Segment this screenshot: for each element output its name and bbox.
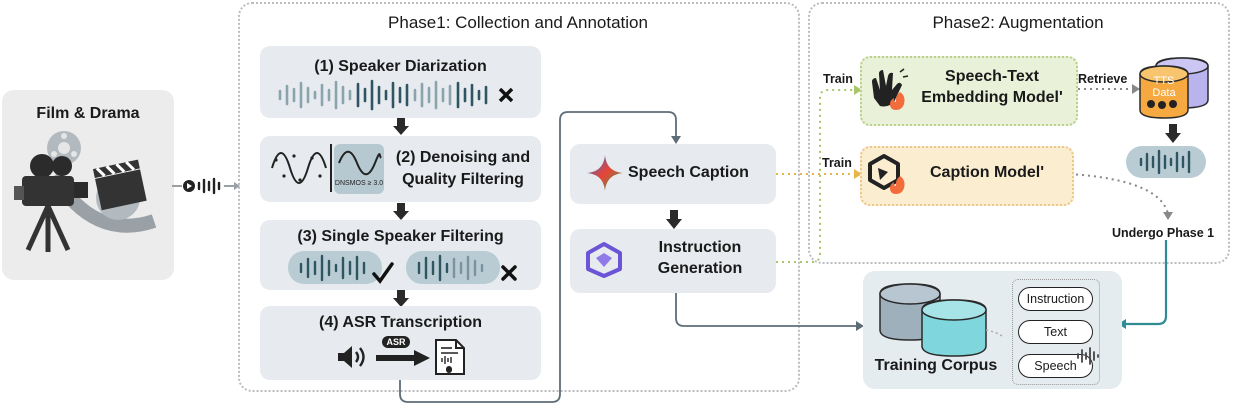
- tts-data-line1: TTS: [1153, 75, 1175, 87]
- film-drama-label: Film & Drama: [36, 105, 140, 122]
- synthesized-speech-waveform: [1139, 149, 1191, 175]
- step-speaker-diarization: [260, 46, 541, 118]
- corpus-items-frame: [1012, 279, 1100, 385]
- step-speaker-diarization-title: (1) Speaker Diarization: [314, 58, 487, 75]
- clap-hands-icon: [872, 68, 909, 110]
- cross-icon: [501, 265, 517, 281]
- train-label-caption: Train: [822, 156, 852, 170]
- arrow-tts-to-speech: [1165, 124, 1181, 143]
- phase2-title: Phase2: Augmentation: [932, 13, 1104, 32]
- instruction-generation-line1: Instruction: [658, 239, 742, 256]
- training-corpus-label: Training Corpus: [874, 357, 998, 374]
- source-to-phase1-arrow: [172, 177, 240, 195]
- embedding-model-line1: Speech-Text: [945, 68, 1039, 85]
- tts-data-line2: Data: [1152, 87, 1176, 99]
- arrow-step1-step2: [393, 118, 409, 135]
- speaker-icon: [338, 346, 365, 368]
- noisy-wave-icon: [271, 152, 327, 184]
- arrow-caption-instruction: [666, 210, 682, 229]
- asr-arrow-icon: [376, 350, 430, 366]
- film-camera-icon: [14, 131, 157, 252]
- step-denoising-title-line2: Quality Filtering: [402, 171, 524, 188]
- caption-model-label: Caption Model': [929, 164, 1044, 181]
- retrieve-label: Retrieve: [1078, 72, 1128, 86]
- caption-model-logo-icon: [868, 154, 905, 194]
- step-asr-title: (4) ASR Transcription: [319, 314, 482, 331]
- step-single-speaker-title: (3) Single Speaker Filtering: [297, 228, 504, 245]
- corpus-speech-wave-icon: [1077, 347, 1099, 365]
- embedding-model-line2: Embedding Model': [921, 89, 1063, 106]
- asr-badge: ASR: [382, 336, 410, 348]
- phase1-container: [238, 2, 800, 392]
- train-label-embedding: Train: [823, 72, 853, 86]
- embedding-model-box: [860, 56, 1078, 126]
- qwen-logo-icon: [586, 242, 622, 278]
- corpus-item-text: Text: [1018, 320, 1093, 344]
- dnsmos-label: DNSMOS ≥ 3.0: [334, 180, 384, 187]
- corpus-item-speech: Speech: [1018, 354, 1093, 378]
- check-icon: [372, 262, 394, 284]
- caption-model-box: [860, 146, 1074, 206]
- arrow-step2-step3: [393, 203, 409, 220]
- undergo-phase1-label: Undergo Phase 1: [1112, 226, 1215, 240]
- phase1-title: Phase1: Collection and Annotation: [388, 13, 648, 32]
- instruction-generation-line2: Generation: [657, 260, 743, 277]
- tts-data-cylinder-icon: [1139, 57, 1209, 119]
- transcript-document-icon: [435, 339, 465, 375]
- corpus-database-icon: [879, 283, 1003, 357]
- speech-caption-label: Speech Caption: [628, 164, 749, 181]
- clean-wave-icon: [338, 150, 382, 176]
- single-speaker-waveform: [299, 254, 366, 282]
- corpus-item-instruction: Instruction: [1018, 287, 1093, 311]
- denoise-divider: [330, 144, 332, 192]
- gemini-star-icon: [587, 155, 623, 191]
- arrow-step3-step4: [393, 290, 409, 307]
- multi-speaker-waveform: [417, 254, 484, 282]
- step-denoising-title-line1: (2) Denoising and: [395, 149, 531, 166]
- waveform-diarization: [278, 79, 514, 111]
- phase2-container: [808, 2, 1230, 264]
